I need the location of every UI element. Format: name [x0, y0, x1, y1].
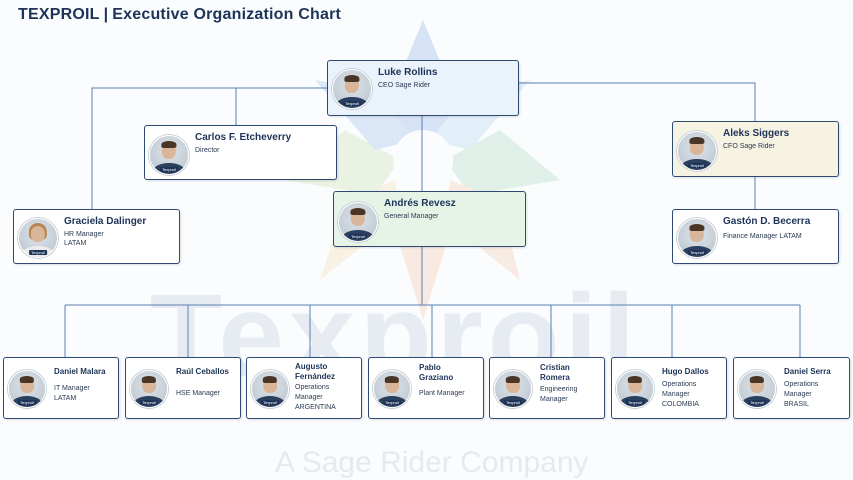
- person-role: IT Manager: [54, 385, 90, 392]
- person-role: Operations: [295, 384, 330, 391]
- avatar-badge: Texproil: [343, 101, 361, 106]
- person-role-cont: Manager: [295, 394, 323, 401]
- avatar-badge: Texproil: [18, 400, 36, 405]
- avatar: Texproil: [373, 370, 411, 408]
- avatar: Texproil: [677, 131, 717, 171]
- avatar: Texproil: [130, 370, 168, 408]
- person-name: Luke Rollins: [378, 67, 438, 78]
- avatar-badge: Texproil: [626, 400, 644, 405]
- node-finance-manager[interactable]: Texproil Gastón D. Becerra Finance Manag…: [672, 209, 839, 264]
- person-first-name: Augusto: [295, 362, 328, 371]
- avatar-badge: Texproil: [29, 250, 47, 255]
- avatar-badge: Texproil: [383, 400, 401, 405]
- person-role: Plant Manager: [419, 390, 465, 397]
- person-region: LATAM: [64, 240, 87, 247]
- person-role-cont: Manager: [662, 391, 690, 398]
- avatar-badge: Texproil: [349, 234, 367, 239]
- person-role: Operations: [662, 381, 697, 388]
- person-name: Aleks Siggers: [723, 128, 790, 139]
- avatar-badge: Texproil: [748, 400, 766, 405]
- avatar: Texproil: [251, 370, 289, 408]
- node-hr-manager[interactable]: Texproil Graciela Dalinger HR Manager LA…: [13, 209, 180, 264]
- person-first-name: Pablo: [419, 363, 441, 372]
- node-plant-manager[interactable]: Texproil Pablo Graziano Plant Manager: [368, 357, 484, 419]
- connector-ceo-right: [518, 82, 756, 122]
- connector-ceo-left: [91, 87, 327, 210]
- avatar-badge: Texproil: [688, 250, 706, 255]
- avatar-badge: Texproil: [504, 400, 522, 405]
- person-role: HR Manager: [64, 231, 104, 238]
- avatar-badge: Texproil: [688, 163, 706, 168]
- person-role-cont: Manager: [784, 391, 812, 398]
- avatar: Texproil: [338, 202, 378, 242]
- node-general-manager[interactable]: Texproil Andrés Revesz General Manager: [333, 191, 526, 247]
- watermark-tagline: A Sage Rider Company: [275, 446, 589, 479]
- chart-title: Executive Organization Chart: [112, 6, 342, 23]
- person-name: Carlos F. Etcheverry: [195, 132, 292, 143]
- avatar: Texproil: [8, 370, 46, 408]
- avatar: Texproil: [18, 218, 58, 258]
- person-role: CEO Sage Rider: [378, 82, 431, 89]
- node-hse-manager[interactable]: Texproil Raúl Ceballos HSE Manager: [125, 357, 241, 419]
- avatar: Texproil: [677, 218, 717, 258]
- person-role: Engineering: [540, 386, 578, 393]
- avatar: Texproil: [149, 135, 189, 175]
- person-role: Operations: [784, 381, 819, 388]
- node-operations-manager-argentina[interactable]: Texproil Augusto Fernández Operations Ma…: [246, 357, 362, 419]
- person-last-name: Romera: [540, 373, 570, 382]
- avatar: Texproil: [738, 370, 776, 408]
- avatar-badge: Texproil: [261, 400, 279, 405]
- person-role: CFO Sage Rider: [723, 143, 775, 150]
- person-last-name: Graziano: [419, 373, 454, 382]
- avatar-badge: Texproil: [140, 400, 158, 405]
- person-role: Finance Manager LATAM: [723, 233, 802, 240]
- person-role: General Manager: [384, 213, 439, 220]
- person-first-name: Cristian: [540, 363, 570, 372]
- person-region: COLOMBIA: [662, 401, 699, 408]
- node-director[interactable]: Texproil Carlos F. Etcheverry Director: [144, 125, 337, 180]
- person-name: Graciela Dalinger: [64, 216, 147, 227]
- page-title: TEXPROIL|Executive Organization Chart: [18, 6, 341, 24]
- node-operations-manager-colombia[interactable]: Texproil Hugo Dallos Operations Manager …: [611, 357, 727, 419]
- person-last-name: Fernández: [295, 372, 336, 381]
- node-ceo[interactable]: Texproil Luke Rollins CEO Sage Rider: [327, 60, 519, 116]
- person-name: Daniel Serra: [784, 367, 831, 376]
- person-name: Daniel Malara: [54, 367, 106, 376]
- avatar-badge: Texproil: [160, 167, 178, 172]
- person-role-cont: Manager: [540, 396, 568, 403]
- avatar: Texproil: [332, 69, 372, 109]
- person-region: LATAM: [54, 395, 77, 402]
- person-role: Director: [195, 147, 220, 154]
- person-name: Hugo Dallos: [662, 367, 709, 376]
- person-region: BRASIL: [784, 401, 809, 408]
- person-name: Gastón D. Becerra: [723, 216, 811, 227]
- node-it-manager[interactable]: Texproil Daniel Malara IT Manager LATAM: [3, 357, 119, 419]
- node-cfo[interactable]: Texproil Aleks Siggers CFO Sage Rider: [672, 121, 839, 177]
- node-engineering-manager[interactable]: Texproil Cristian Romera Engineering Man…: [489, 357, 605, 419]
- node-operations-manager-brasil[interactable]: Texproil Daniel Serra Operations Manager…: [733, 357, 850, 419]
- title-separator: |: [103, 6, 109, 23]
- avatar: Texproil: [616, 370, 654, 408]
- company-name: TEXPROIL: [18, 6, 100, 23]
- person-region: ARGENTINA: [295, 404, 336, 411]
- person-role: HSE Manager: [176, 390, 220, 397]
- person-name: Raúl Ceballos: [176, 367, 229, 376]
- person-name: Andrés Revesz: [384, 198, 456, 209]
- avatar: Texproil: [494, 370, 532, 408]
